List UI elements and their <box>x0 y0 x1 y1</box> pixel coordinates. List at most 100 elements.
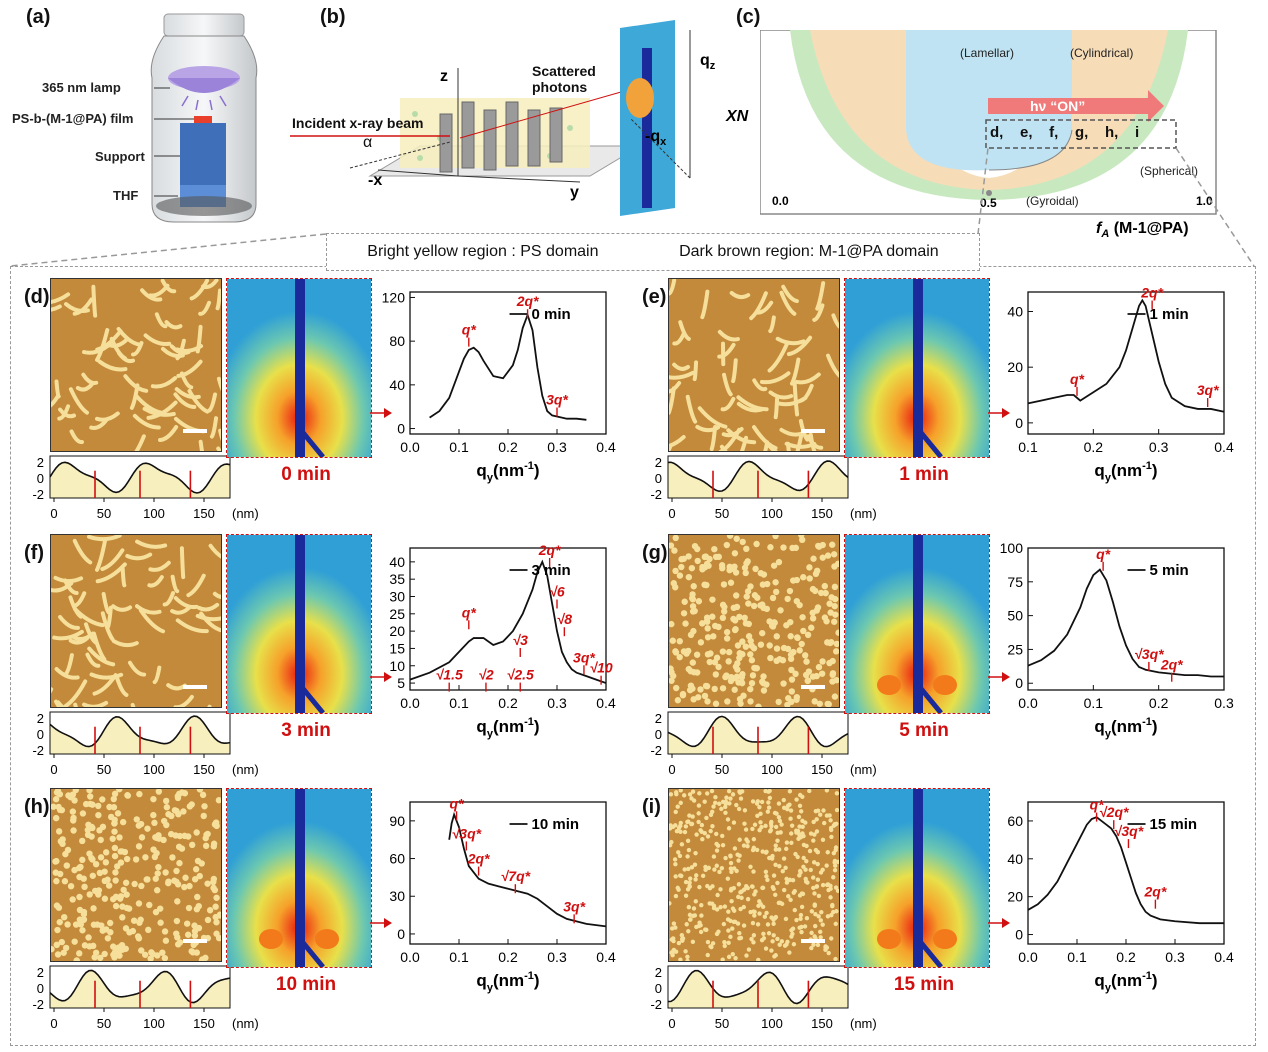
x-axis-label: qy(nm-1) <box>476 460 539 484</box>
x-tick-label: 0.1 <box>1084 695 1104 711</box>
x-tick-label: 0.2 <box>1149 695 1169 711</box>
x-tick-label: 0.0 <box>400 439 420 455</box>
peak-annotation: q* <box>462 322 477 338</box>
profile-unit: (nm) <box>232 506 259 521</box>
series-line <box>1027 568 1224 678</box>
peak-annotation: √6 <box>549 583 565 599</box>
afm-image-d <box>50 278 222 452</box>
panel-b-gisaxs-schematic <box>290 20 691 216</box>
profile-ytick: 2 <box>655 965 662 980</box>
ps-domain-note: Bright yellow region : PS domain <box>367 243 599 260</box>
x-tick-label: 0.2 <box>1084 439 1104 455</box>
profile-xtick: 150 <box>811 1016 833 1031</box>
peak-annotation: 3q* <box>563 898 585 914</box>
profile-ytick: -2 <box>650 487 662 502</box>
peak-annotation: 2q* <box>538 542 561 558</box>
peak-annotation: √3q* <box>1114 823 1144 839</box>
y-tick-label: 0 <box>1015 675 1023 691</box>
profile-ytick: -2 <box>32 743 44 758</box>
profile-ytick: 0 <box>37 981 44 996</box>
y-tick-label: 40 <box>1007 851 1023 867</box>
legend-label: 0 min <box>532 306 571 323</box>
series-line <box>429 312 587 421</box>
hv-on-arrow-label: hν “ON” <box>1030 98 1086 114</box>
y-tick-label: 25 <box>1007 641 1023 657</box>
y-tick-label: 120 <box>382 289 406 305</box>
peak-annotation: 2q* <box>1160 657 1183 673</box>
peak-annotation: √3q* <box>1134 646 1164 662</box>
profile-xtick: 150 <box>811 762 833 777</box>
profile-ytick: 2 <box>655 711 662 726</box>
x-axis-label: qy(nm-1) <box>1094 970 1157 994</box>
profile-ytick: 0 <box>655 981 662 996</box>
peak-annotation: √2 <box>478 667 494 683</box>
x-tick-label: 0.4 <box>596 949 616 965</box>
y-tick-label: 20 <box>1007 889 1023 905</box>
series-line <box>409 559 607 684</box>
profile-xtick: 100 <box>143 1016 165 1031</box>
y-tick-label: 0 <box>1015 927 1023 943</box>
alpha-label: α <box>363 134 373 151</box>
chart-frame <box>1027 547 1225 691</box>
profile-xtick: 100 <box>761 506 783 521</box>
gisaxs-pattern-g <box>844 534 990 714</box>
x-tick-label: 0.2 <box>498 695 518 711</box>
x-axis-label: qy(nm-1) <box>476 716 539 740</box>
x-tick-label: 0.1 <box>1067 949 1087 965</box>
peak-annotation: 2q* <box>1140 285 1163 301</box>
profile-xtick: 100 <box>143 762 165 777</box>
phase-tick-05: 0.5 <box>980 196 997 210</box>
y-tick-label: 25 <box>389 606 405 622</box>
gyroidal-label: (Gyroidal) <box>1026 194 1079 208</box>
peak-annotation: √7q* <box>501 868 531 884</box>
panel-label-h: (h) <box>24 796 50 818</box>
arrow-to-chart-d <box>370 408 392 418</box>
y-tick-label: 35 <box>389 571 405 587</box>
x-tick-label: 0.3 <box>1165 949 1185 965</box>
profile-ytick: 0 <box>655 471 662 486</box>
film-label: PS-b-(M-1@PA) film <box>12 111 134 126</box>
legend-label: 15 min <box>1150 816 1198 833</box>
y-tick-label: 40 <box>1007 303 1023 319</box>
peak-annotation: √1.5 <box>436 667 463 683</box>
peak-annotation: √3q* <box>452 825 482 841</box>
x-tick-label: 0.0 <box>1018 949 1038 965</box>
profile-xtick: 100 <box>143 506 165 521</box>
x-tick-label: 0.4 <box>596 439 616 455</box>
profile-xtick: 0 <box>50 762 57 777</box>
arrow-to-chart-h <box>370 918 392 928</box>
x-tick-label: 0.2 <box>498 439 518 455</box>
panel-label-f: (f) <box>24 542 44 564</box>
profile-xtick: 150 <box>193 1016 215 1031</box>
cylindrical-label: (Cylindrical) <box>1070 46 1134 60</box>
time-caption-i: 15 min <box>893 974 955 995</box>
y-tick-label: 40 <box>389 377 405 393</box>
x-tick-label: 0.0 <box>400 695 420 711</box>
peak-annotation: 2q* <box>467 851 490 867</box>
phase-points-label: d, e, f, g, h, i <box>990 124 1140 141</box>
x-tick-label: 0.2 <box>498 949 518 965</box>
panel-label-i: (i) <box>642 796 661 818</box>
panel-a-setup <box>150 13 258 223</box>
profile-xtick: 50 <box>715 762 729 777</box>
y-tick-label: 0 <box>397 421 405 437</box>
profile-unit: (nm) <box>850 506 877 521</box>
pa-domain-note: Dark brown region: M-1@PA domain <box>679 243 939 260</box>
solvent-label: THF <box>113 188 139 203</box>
legend-label: 5 min <box>1150 562 1189 579</box>
peak-annotation: q* <box>1090 797 1105 813</box>
profile-unit: (nm) <box>850 762 877 777</box>
profile-xtick: 50 <box>97 1016 111 1031</box>
profile-xtick: 0 <box>668 762 675 777</box>
x-tick-label: 0.1 <box>449 949 469 965</box>
profile-ytick: -2 <box>650 743 662 758</box>
y-tick-label: 40 <box>389 554 405 570</box>
time-caption-e: 1 min <box>899 464 949 485</box>
y-tick-label: 50 <box>1007 608 1023 624</box>
x-tick-label: 0.3 <box>1214 695 1234 711</box>
